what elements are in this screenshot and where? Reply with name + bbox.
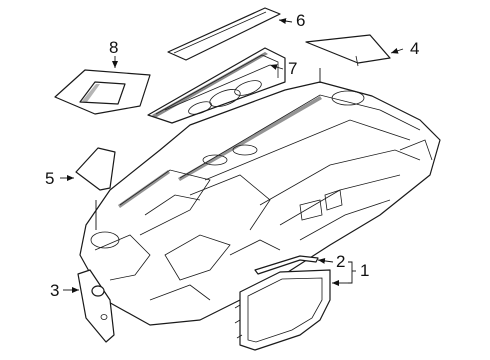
callout-7: 7 xyxy=(288,59,298,78)
callout-1: 1 xyxy=(360,261,370,280)
part-6-top-cover xyxy=(167,7,281,61)
callout-2: 2 xyxy=(336,252,346,271)
part-2-trim-strip xyxy=(254,255,319,275)
dashboard-carrier xyxy=(79,81,441,326)
part-1-instrument-cluster xyxy=(234,269,331,351)
part-5-side-panel xyxy=(75,147,116,191)
callout-6: 6 xyxy=(296,11,306,30)
part-4-right-cover xyxy=(305,34,391,67)
leader-lines xyxy=(60,18,404,293)
part-7-vent-frame xyxy=(147,47,286,124)
callout-5: 5 xyxy=(45,169,55,188)
callout-8: 8 xyxy=(109,38,119,57)
part-8-panel xyxy=(54,69,151,115)
callout-4: 4 xyxy=(410,39,420,58)
part-3-bracket xyxy=(77,269,115,343)
callout-3: 3 xyxy=(50,281,60,300)
